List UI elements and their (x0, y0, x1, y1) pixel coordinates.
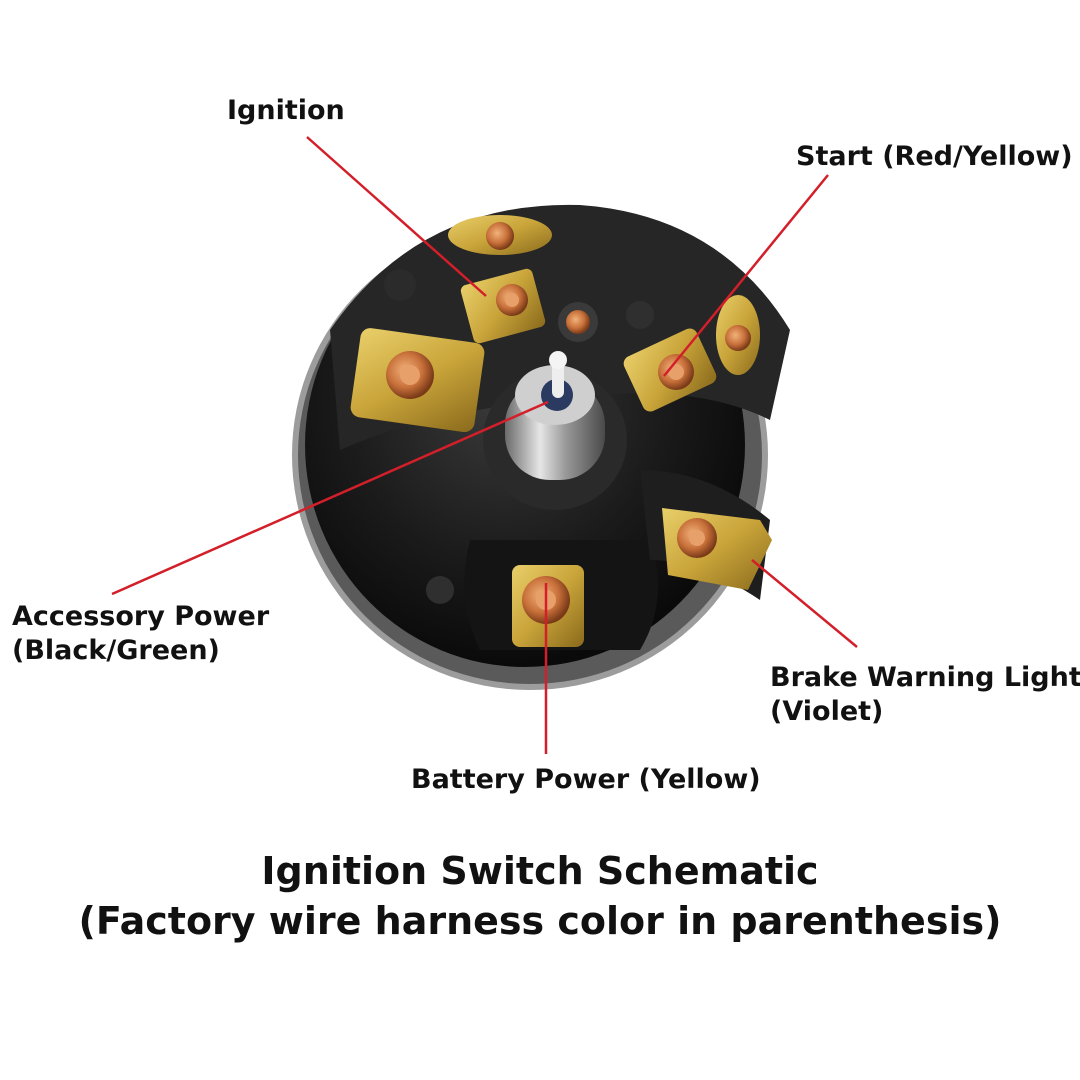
terminal-top-rear (448, 215, 552, 255)
label-accessory-line2: (Black/Green) (12, 635, 220, 666)
label-battery-text: Battery Power (Yellow) (411, 764, 761, 795)
leader-line-ignition (306, 136, 487, 297)
terminal-brake (662, 508, 772, 590)
leader-line-brake (751, 559, 858, 648)
label-brake-line1: Brake Warning Light (770, 662, 1080, 693)
terminal-battery (512, 565, 584, 647)
schematic-title: Ignition Switch Schematic (Factory wire … (0, 846, 1080, 946)
label-accessory-line1: Accessory Power (12, 601, 270, 632)
leader-line-start (663, 174, 829, 377)
label-brake-line2: (Violet) (770, 696, 884, 727)
title-line-1: Ignition Switch Schematic (261, 849, 819, 893)
terminal-right-rear (716, 295, 760, 375)
leader-line-accessory (111, 400, 549, 596)
leader-lines (111, 136, 858, 754)
terminal-center-small (558, 302, 598, 342)
label-ignition: Ignition (227, 94, 345, 128)
label-accessory-power: Accessory Power (Black/Green) (12, 600, 269, 668)
label-start: Start (Red/Yellow) (796, 140, 1073, 174)
label-brake-warning-light: Brake Warning Light (Violet) (770, 661, 1080, 729)
label-battery-power: Battery Power (Yellow) (411, 763, 761, 797)
terminal-accessory (350, 328, 485, 433)
label-ignition-text: Ignition (227, 95, 345, 126)
terminal-ignition (460, 268, 546, 344)
title-line-2: (Factory wire harness color in parenthes… (78, 899, 1002, 943)
label-start-text: Start (Red/Yellow) (796, 141, 1073, 172)
center-shaft (483, 351, 627, 510)
